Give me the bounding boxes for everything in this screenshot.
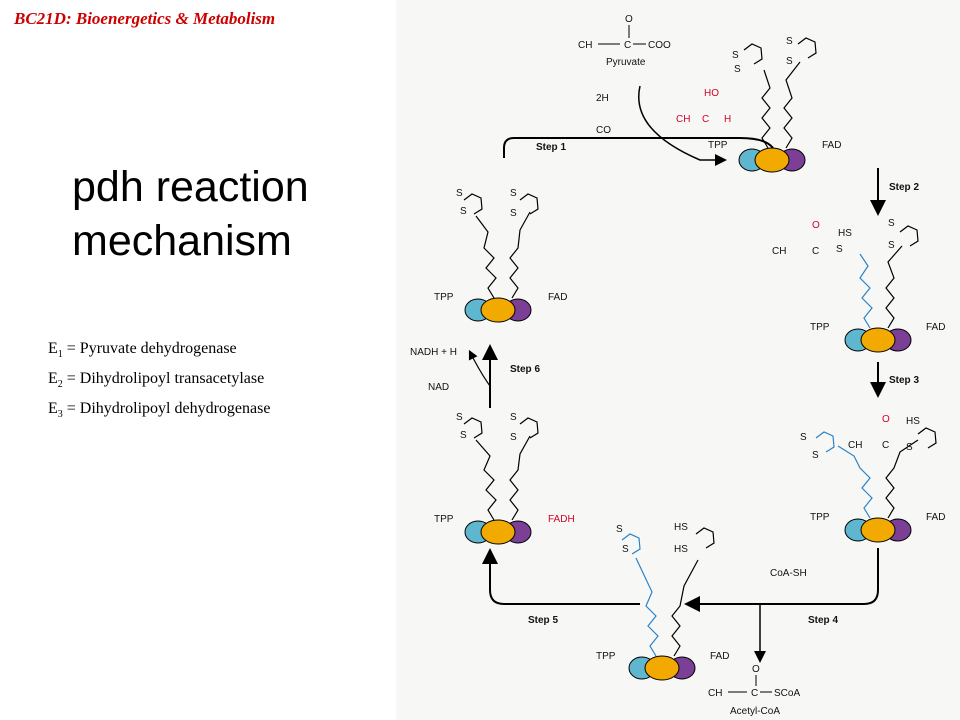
step1-label: Step 1 bbox=[536, 142, 566, 153]
nadh-label: NADH + H bbox=[410, 347, 457, 358]
svg-text:FAD: FAD bbox=[710, 651, 729, 662]
svg-text:S: S bbox=[510, 432, 517, 443]
svg-text:S: S bbox=[786, 36, 793, 47]
svg-text:S: S bbox=[510, 412, 517, 423]
svg-text:CH: CH bbox=[848, 440, 862, 451]
svg-text:S: S bbox=[836, 244, 843, 255]
co2-label: CO bbox=[596, 125, 611, 136]
svg-text:O: O bbox=[882, 414, 890, 425]
coa-sh-label: CoA-SH bbox=[770, 568, 807, 579]
svg-text:FAD: FAD bbox=[926, 322, 945, 333]
step4-label: Step 4 bbox=[808, 615, 838, 626]
svg-text:TPP: TPP bbox=[708, 140, 728, 151]
svg-text:S: S bbox=[786, 56, 793, 67]
svg-text:H: H bbox=[724, 114, 731, 125]
title-line-2: mechanism bbox=[72, 217, 292, 265]
svg-text:TPP: TPP bbox=[434, 292, 454, 303]
legend-e2: E2 = Dihydrolipoyl transacetylase bbox=[48, 370, 265, 391]
svg-text:FAD: FAD bbox=[822, 140, 841, 151]
complex-right-upper: S S HS S O CH C TPP FAD bbox=[772, 218, 945, 353]
two-h-label: 2H bbox=[596, 93, 609, 104]
step5-label: Step 5 bbox=[528, 615, 558, 626]
complex-left-upper: S S S S TPP FAD bbox=[434, 188, 567, 323]
svg-text:S: S bbox=[734, 64, 741, 75]
page-title: pdh reaction mechanism bbox=[72, 160, 309, 268]
svg-text:C: C bbox=[624, 40, 631, 51]
enzyme-legend: E1 = Pyruvate dehydrogenase E2 = Dihydro… bbox=[48, 337, 270, 428]
svg-text:HS: HS bbox=[674, 522, 688, 533]
svg-text:S: S bbox=[732, 50, 739, 61]
svg-text:Pyruvate: Pyruvate bbox=[606, 57, 646, 68]
nad-label: NAD bbox=[428, 382, 449, 393]
svg-text:HS: HS bbox=[838, 228, 852, 239]
step2-label: Step 2 bbox=[889, 182, 919, 193]
svg-text:S: S bbox=[906, 442, 913, 453]
svg-text:TPP: TPP bbox=[596, 651, 616, 662]
svg-text:S: S bbox=[888, 240, 895, 251]
svg-text:TPP: TPP bbox=[434, 514, 454, 525]
svg-text:S: S bbox=[456, 188, 463, 199]
course-title: BC21D: Bioenergetics & Metabolism bbox=[14, 9, 276, 28]
svg-text:CH: CH bbox=[578, 40, 592, 51]
svg-text:FADH: FADH bbox=[548, 514, 575, 525]
svg-text:C: C bbox=[751, 688, 758, 699]
complex-bottom: S S HS HS TPP FAD bbox=[596, 522, 729, 681]
complex-left-lower: S S S S TPP FADH bbox=[434, 412, 575, 545]
svg-text:S: S bbox=[460, 430, 467, 441]
svg-text:S: S bbox=[622, 544, 629, 555]
svg-text:Acetyl-CoA: Acetyl-CoA bbox=[730, 706, 780, 717]
svg-text:S: S bbox=[812, 450, 819, 461]
legend-e3: E3 = Dihydrolipoyl dehydrogenase bbox=[48, 400, 271, 421]
step3-label: Step 3 bbox=[889, 375, 919, 386]
svg-text:C: C bbox=[812, 246, 819, 257]
svg-text:S: S bbox=[616, 524, 623, 535]
pyruvate-structure: O CH C COO Pyruvate bbox=[578, 14, 671, 68]
step1-arrow bbox=[503, 137, 777, 159]
svg-text:S: S bbox=[800, 432, 807, 443]
svg-text:SCoA: SCoA bbox=[774, 688, 800, 699]
complex-right-lower: S S HS S O CH C TPP FAD bbox=[800, 414, 945, 543]
svg-text:TPP: TPP bbox=[810, 322, 830, 333]
svg-text:FAD: FAD bbox=[548, 292, 567, 303]
svg-text:TPP: TPP bbox=[810, 512, 830, 523]
svg-text:CH: CH bbox=[676, 114, 690, 125]
complex-top: S S S S TPP FAD HO CH C H bbox=[676, 36, 841, 173]
nadh-arrow bbox=[468, 349, 491, 387]
pyruvate-arrow bbox=[638, 85, 727, 166]
svg-text:HO: HO bbox=[704, 88, 719, 99]
svg-text:O: O bbox=[752, 664, 760, 675]
svg-text:S: S bbox=[888, 218, 895, 229]
acetyl-coa-structure: O CH C SCoA Acetyl-CoA bbox=[708, 664, 800, 717]
svg-text:FAD: FAD bbox=[926, 512, 945, 523]
title-line-1: pdh reaction bbox=[72, 163, 309, 211]
svg-text:COO: COO bbox=[648, 40, 671, 51]
svg-text:S: S bbox=[510, 188, 517, 199]
svg-text:O: O bbox=[625, 14, 633, 25]
svg-text:CH: CH bbox=[708, 688, 722, 699]
svg-text:HS: HS bbox=[906, 416, 920, 427]
svg-text:S: S bbox=[510, 208, 517, 219]
legend-e1: E1 = Pyruvate dehydrogenase bbox=[48, 340, 237, 361]
svg-text:C: C bbox=[882, 440, 889, 451]
svg-text:C: C bbox=[702, 114, 709, 125]
step6-label: Step 6 bbox=[510, 364, 540, 375]
svg-text:HS: HS bbox=[674, 544, 688, 555]
step4-arrow bbox=[684, 548, 879, 612]
step5-arrow bbox=[482, 548, 640, 606]
svg-text:O: O bbox=[812, 220, 820, 231]
svg-text:CH: CH bbox=[772, 246, 786, 257]
svg-text:S: S bbox=[460, 206, 467, 217]
svg-text:S: S bbox=[456, 412, 463, 423]
